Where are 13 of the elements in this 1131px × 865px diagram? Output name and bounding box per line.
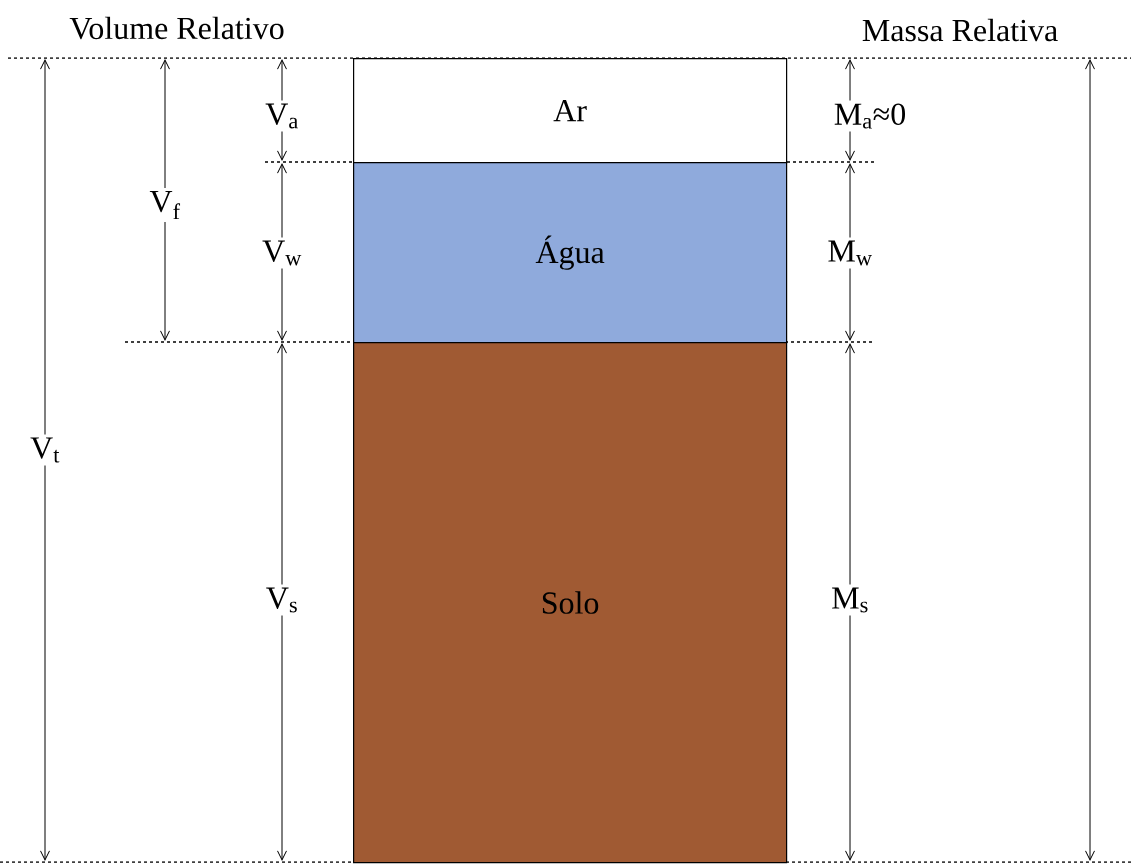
dimension-label: M$_{s}$	[828, 584, 872, 616]
dimension-label: Volume Relativo	[69, 16, 284, 40]
dimension-label: V$_{a}$	[262, 100, 302, 132]
dimension-label: M$_{a}$≈0	[830, 100, 910, 132]
dimension-label: V$_{f}$	[146, 187, 184, 223]
layer-box: Ar	[353, 58, 788, 164]
layer-box: Água	[353, 162, 788, 344]
dimension-label: V$_{t}$	[27, 434, 63, 466]
dimension-label: Massa Relativa	[862, 18, 1058, 42]
dimension-label: V$_{w}$	[259, 237, 305, 269]
dimension-label: M$_{w}$	[824, 237, 876, 269]
dimension-label: V$_{s}$	[262, 584, 302, 616]
layer-box: Solo	[353, 342, 788, 864]
